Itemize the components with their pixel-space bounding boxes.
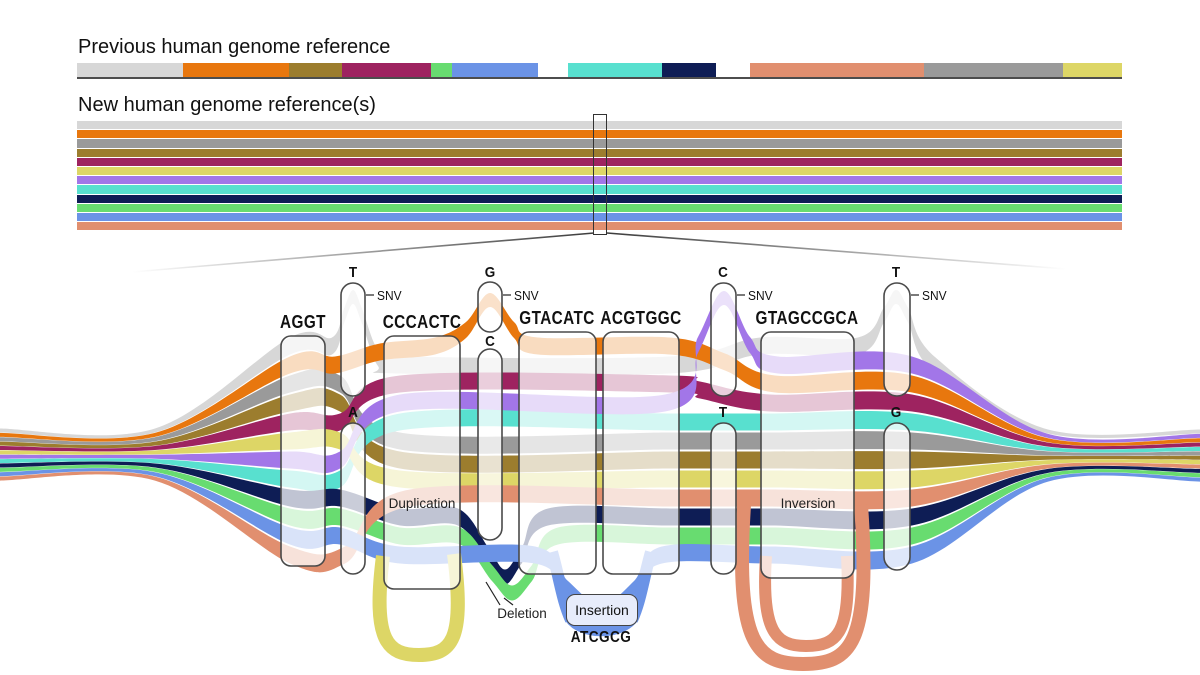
new-stripe-turquoise <box>77 185 1122 194</box>
capsule-snv1-top <box>340 282 366 397</box>
ribbon-salmon <box>0 462 1200 573</box>
insertion-label-box: Insertion <box>566 594 638 626</box>
new-stripe-purple <box>77 176 1122 185</box>
duplication-loop <box>372 553 465 663</box>
prev-bar-segment-blue <box>452 63 538 77</box>
magnifier-box <box>593 114 607 235</box>
capsule-snv4-top <box>883 282 911 397</box>
snv3-alt-base: C <box>718 264 728 281</box>
new-stripe-green <box>77 203 1122 212</box>
snv4-ref-base: G <box>890 404 902 421</box>
insertion-label: Insertion <box>575 602 629 618</box>
snv1-ref-base: A <box>348 404 358 421</box>
duplication-label: Duplication <box>388 496 456 511</box>
prev-bar-segment-turquoise <box>568 63 662 77</box>
snv2-ref-base: C <box>485 333 495 350</box>
prev-bar-segment-gap <box>716 63 750 77</box>
new-stripe-olive <box>77 148 1122 157</box>
snv3-ref-base: T <box>718 404 728 421</box>
snv2-alt-base: G <box>484 264 496 281</box>
prev-bar-segment-gap <box>538 63 568 77</box>
new-stripe-orange <box>77 130 1122 139</box>
prev-bar-segment-navy <box>662 63 716 77</box>
block-label-gtacatc: GTACATC <box>519 308 595 328</box>
capsule-snv3-bottom <box>710 422 737 575</box>
ribbon-purple <box>0 291 1200 474</box>
snv1-alt-base: T <box>348 264 358 281</box>
previous-reference-title: Previous human genome reference <box>78 36 391 58</box>
block-cccactc <box>383 335 461 590</box>
block-acgtggc <box>602 331 680 575</box>
snv4-tag: SNV <box>922 288 947 303</box>
prev-bar-segment-salmon <box>750 63 924 77</box>
ribbon-maroon <box>0 372 1200 452</box>
new-stripe-yellow <box>77 166 1122 176</box>
new-stripe-maroon <box>77 157 1122 166</box>
ribbon-light-gray <box>0 290 1200 439</box>
annotation-lines <box>366 294 919 606</box>
prev-bar-segment-orange <box>183 63 289 77</box>
capsule-snv3-top <box>710 282 737 397</box>
new-stripe-navy <box>77 194 1122 203</box>
block-gtagccgca <box>760 331 855 579</box>
snv4-alt-base: T <box>891 264 901 281</box>
deletion-pointer-1 <box>485 581 501 606</box>
block-label-acgtggc: ACGTGGC <box>600 308 682 328</box>
new-stripe-salmon <box>77 222 1122 231</box>
deletion-label: Deletion <box>497 606 547 621</box>
capsule-snv1-bottom <box>340 422 366 575</box>
insertion-sequence-label: ATCGCG <box>570 629 632 646</box>
capsule-snv2-top <box>477 281 503 333</box>
prev-bar-segment-olive <box>289 63 342 77</box>
inversion-label: Inversion <box>780 496 836 511</box>
prev-bar-segment-green <box>431 63 452 77</box>
inversion-loop-in <box>759 555 854 653</box>
block-label-aggt: AGGT <box>280 312 326 332</box>
new-stripe-light-gray <box>77 121 1122 130</box>
previous-reference-baseline <box>77 77 1122 79</box>
block-aggt <box>280 335 326 567</box>
capsule-snv2-bottom <box>477 348 503 541</box>
block-label-cccactc: CCCACTC <box>382 312 462 332</box>
inversion-loop-out <box>735 504 871 672</box>
previous-reference-bar <box>77 63 1122 77</box>
fan-line-left <box>131 232 595 273</box>
prev-bar-segment-maroon <box>342 63 431 77</box>
snv1-tag: SNV <box>377 288 402 303</box>
fan-line-right <box>606 232 1067 270</box>
new-stripe-gray <box>77 139 1122 148</box>
ribbon-layer <box>0 290 1200 617</box>
prev-bar-segment-gray <box>924 63 1063 77</box>
capsule-snv4-bottom <box>883 422 911 571</box>
snv2-tag: SNV <box>514 288 539 303</box>
prev-bar-segment-light-gray <box>77 63 183 77</box>
block-gtacatc <box>518 331 597 575</box>
block-label-gtagccgca: GTAGCCGCA <box>755 308 859 328</box>
new-stripe-blue <box>77 212 1122 222</box>
new-reference-title: New human genome reference(s) <box>78 94 376 116</box>
block-layer <box>280 281 911 590</box>
deletion-pointer-2 <box>503 597 514 606</box>
prev-bar-segment-yellow <box>1063 63 1122 77</box>
snv3-tag: SNV <box>748 288 773 303</box>
ribbon-green <box>0 464 1200 601</box>
new-reference-stripes <box>77 121 1122 231</box>
